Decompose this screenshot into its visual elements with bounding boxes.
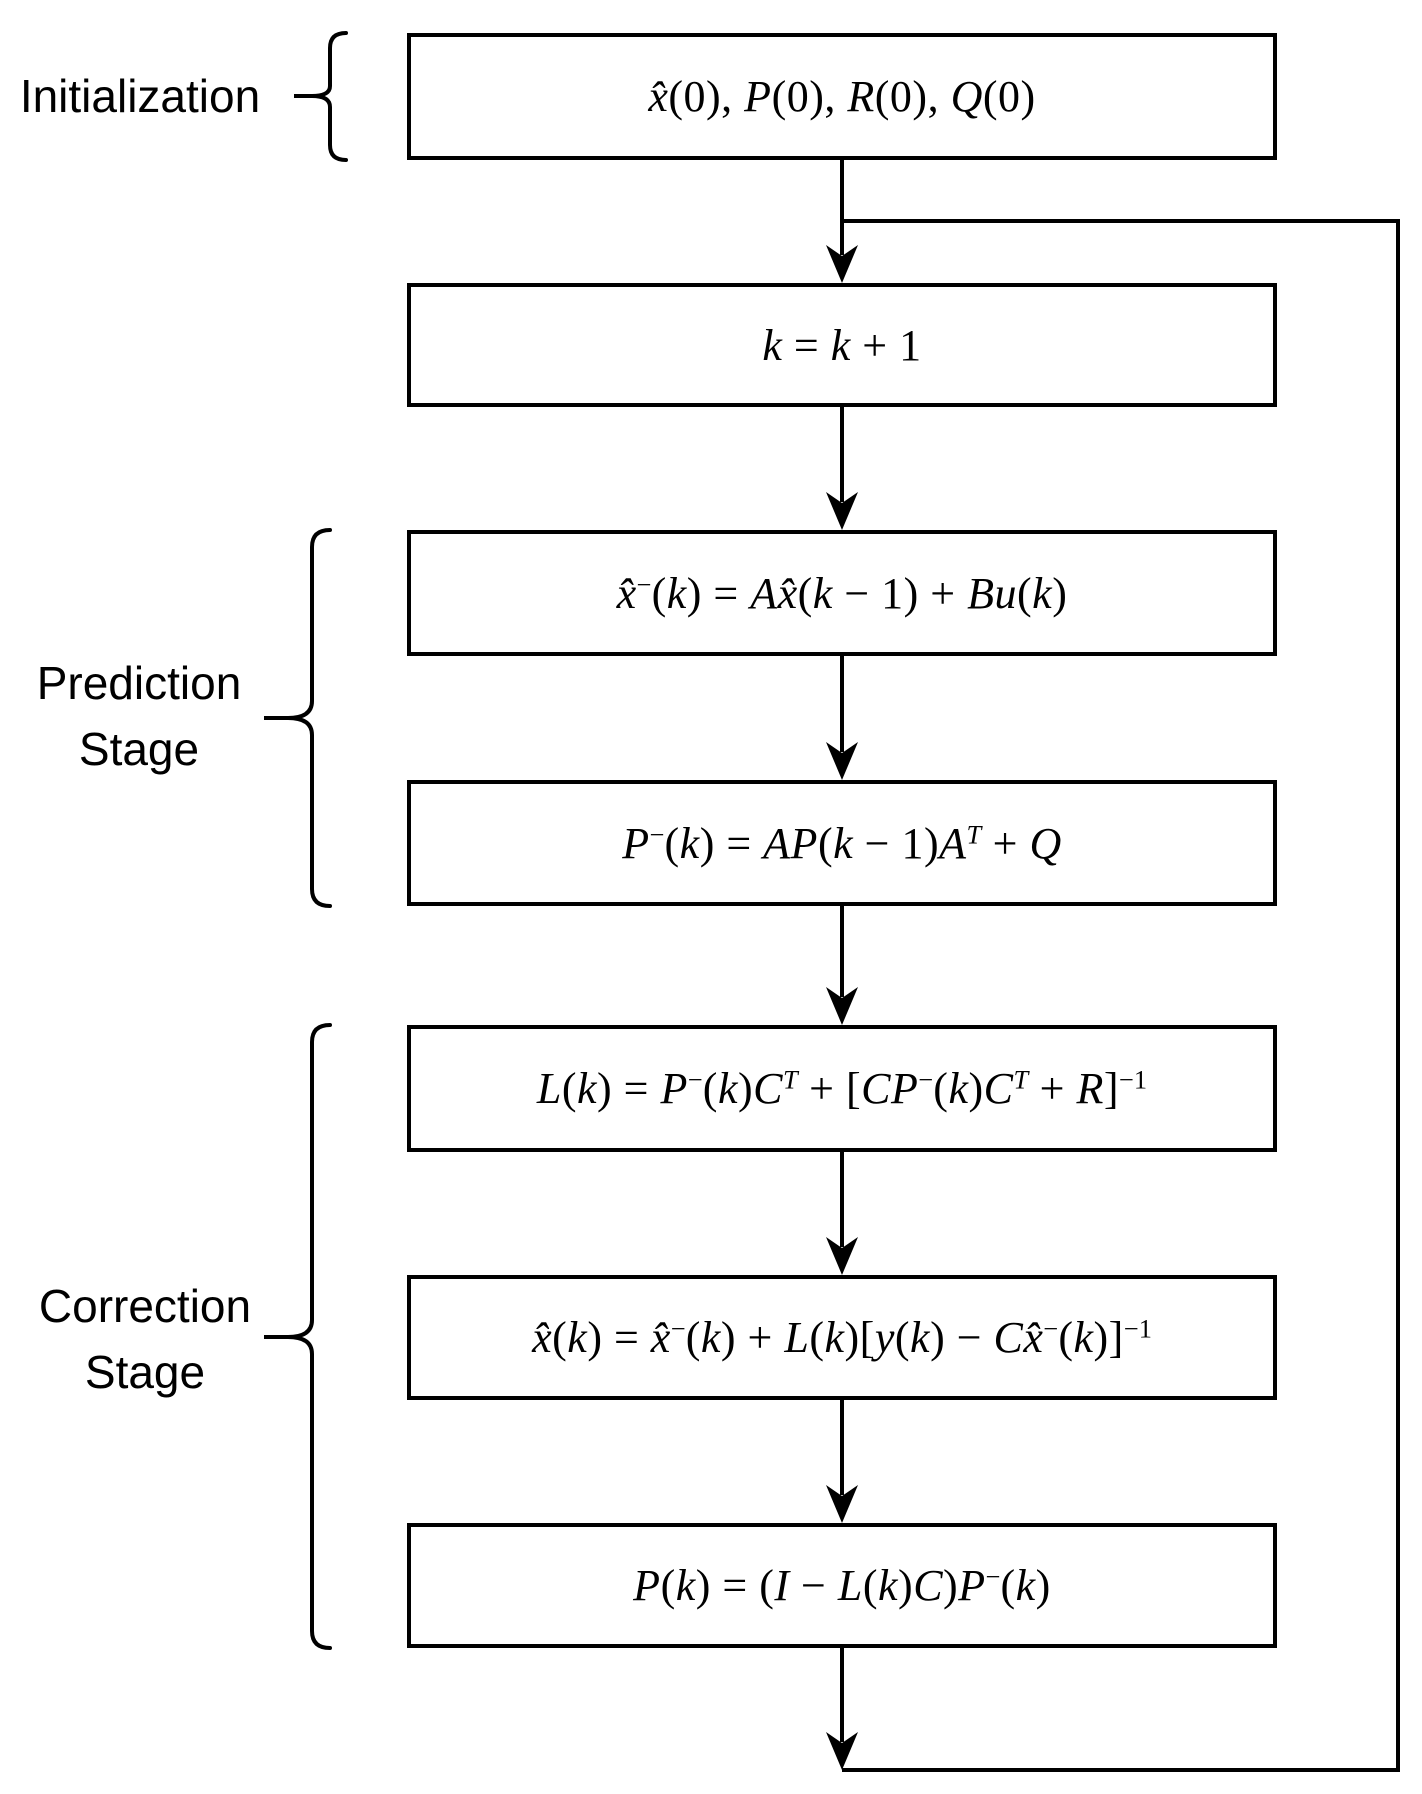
flow-box-covariance-correction: P(k) = (I − L(k)C)P−(k) [407, 1523, 1277, 1648]
arrowhead-into-state-prediction [826, 492, 858, 530]
initialization-brace [311, 31, 348, 162]
flow-box-initial-conditions: x̂(0), P(0), R(0), Q(0) [407, 33, 1277, 160]
arrowhead-loop-exit [826, 1732, 858, 1770]
stage-label-line: Initialization [19, 70, 261, 122]
arrowheads [826, 245, 858, 1770]
stage-label-line: Prediction [36, 657, 242, 709]
correction-stage-brace [287, 1023, 332, 1650]
flow-box-increment-step: k = k + 1 [407, 283, 1277, 407]
equation-initial-conditions: x̂(0), P(0), R(0), Q(0) [648, 72, 1036, 121]
feedback-loop-line [842, 219, 1400, 1772]
equation-covariance-correction: P(k) = (I − L(k)C)P−(k) [633, 1561, 1051, 1610]
prediction-stage-brace [287, 528, 332, 908]
arrowhead-into-increment [826, 245, 858, 283]
stage-label-line: Stage [84, 1346, 206, 1398]
equation-state-prediction: x̂−(k) = Ax̂(k − 1) + Bu(k) [616, 568, 1068, 618]
equation-gain-computation: L(k) = P−(k)CT + [CP−(k)CT + R]−1 [536, 1064, 1148, 1113]
arrowhead-into-state-correction [826, 1237, 858, 1275]
equation-state-correction: x̂(k) = x̂−(k) + L(k)[y(k) − Cx̂−(k)]−1 [532, 1313, 1152, 1362]
stage-label-prediction: Prediction Stage [0, 650, 278, 782]
stage-label-correction: Correction Stage [0, 1273, 290, 1405]
equation-covariance-prediction: P−(k) = AP(k − 1)AT + Q [622, 818, 1062, 868]
stage-label-initialization: Initialization [0, 63, 280, 129]
arrowhead-into-gain [826, 987, 858, 1025]
arrowhead-into-covariance-prediction [826, 742, 858, 780]
arrowhead-into-covariance-correction [826, 1485, 858, 1523]
flow-box-state-correction: x̂(k) = x̂−(k) + L(k)[y(k) − Cx̂−(k)]−1 [407, 1275, 1277, 1400]
flow-box-covariance-prediction: P−(k) = AP(k − 1)AT + Q [407, 780, 1277, 906]
stage-label-line: Stage [78, 723, 200, 775]
stage-label-line: Correction [38, 1280, 252, 1332]
flow-box-state-prediction: x̂−(k) = Ax̂(k − 1) + Bu(k) [407, 530, 1277, 656]
flow-box-gain-computation: L(k) = P−(k)CT + [CP−(k)CT + R]−1 [407, 1025, 1277, 1152]
equation-increment-step: k = k + 1 [762, 320, 922, 370]
